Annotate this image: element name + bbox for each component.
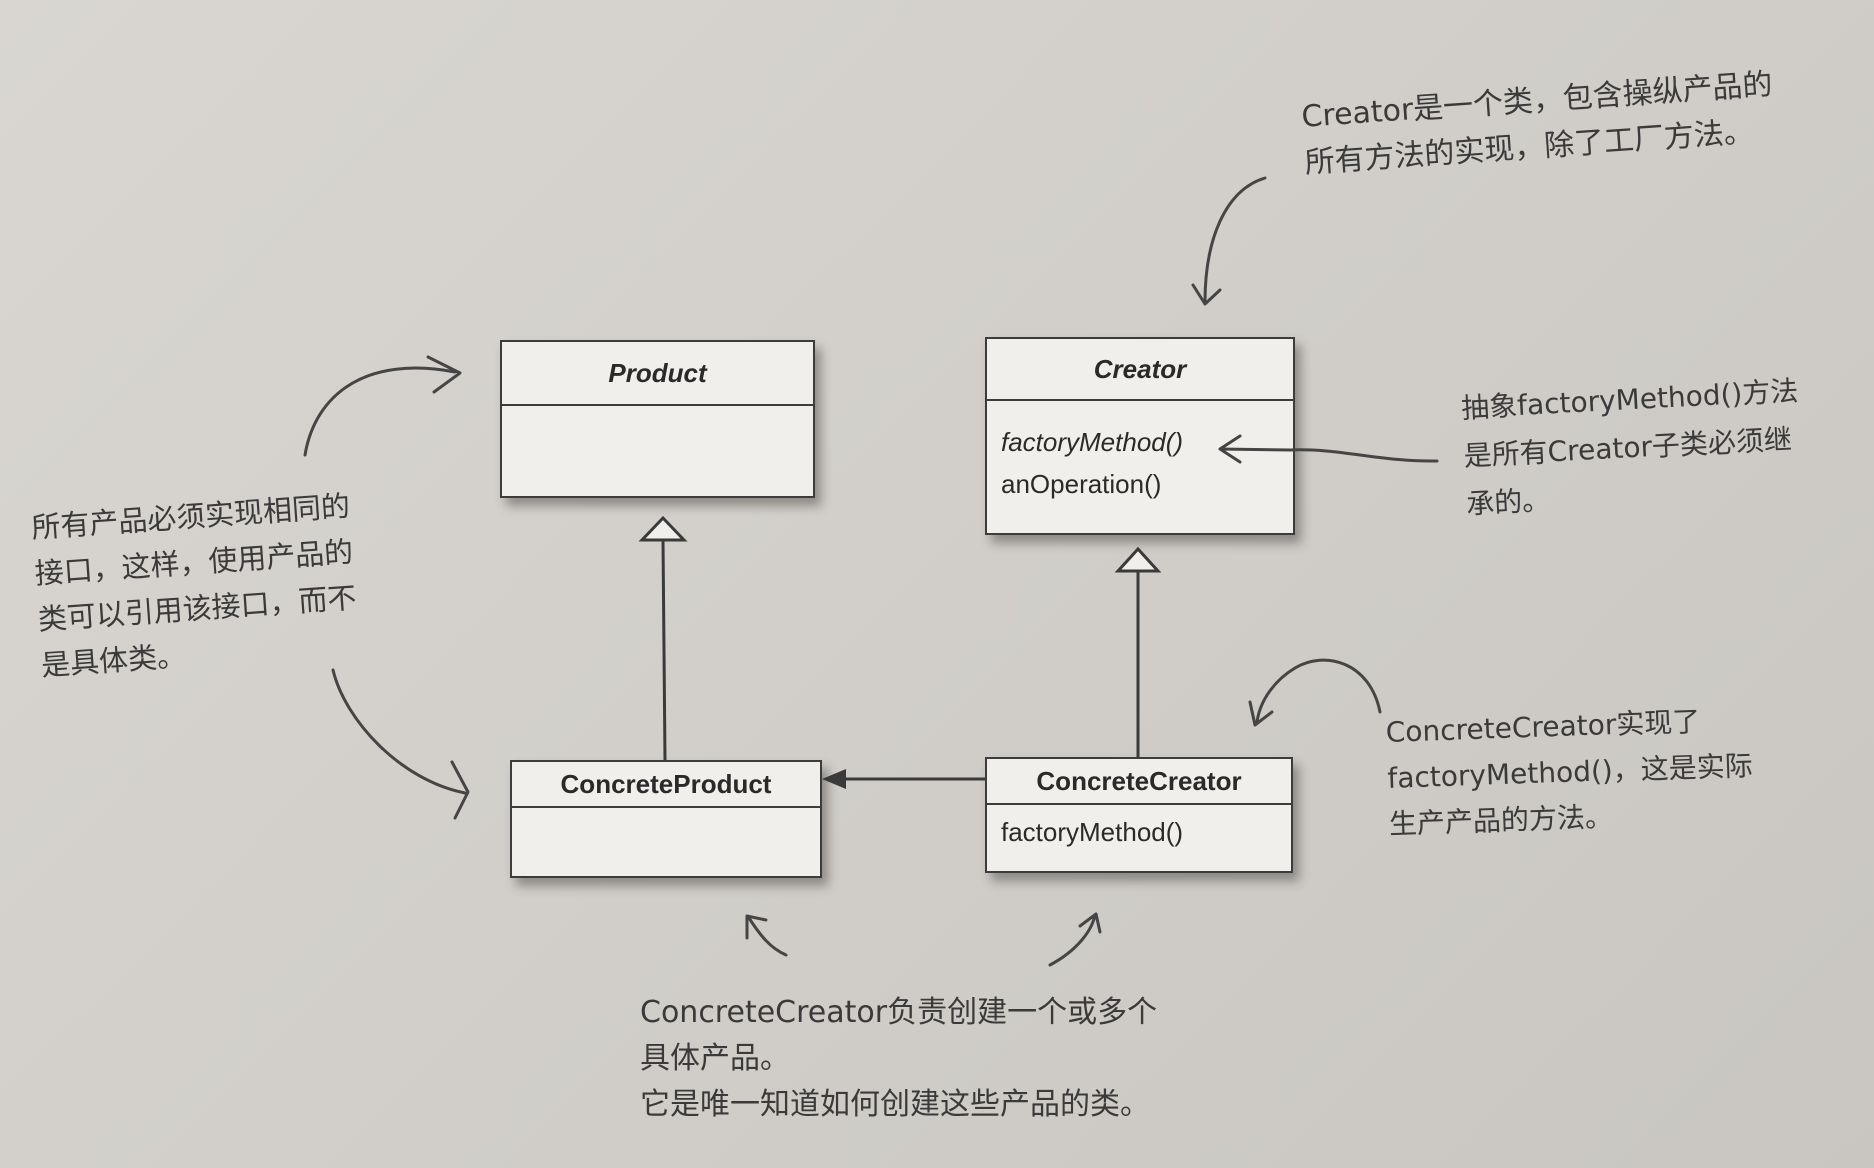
creator-class-name: Creator [987,339,1293,401]
bottom-note-line-3: 它是唯一知道如何创建这些产品的类。 [640,1087,1150,1122]
creator-an-operation: anOperation() [1001,469,1162,499]
product-class: Product [500,340,815,498]
product-note-lower-arrow [331,668,470,820]
bottom-note-right-arrow [1048,912,1102,967]
product-note: 所有产品必须实现相同的 接口，这样，使用产品的 类可以引用该接口，而不 是具体类… [30,483,361,689]
bottom-note: ConcreteCreator负责创建一个或多个 具体产品。 它是唯一知道如何创… [640,990,1157,1128]
concrete-creator-factory-method: factoryMethod() [1001,817,1184,847]
creator-methods: factoryMethod() anOperation() [987,401,1293,505]
product-note-arrow [303,355,462,457]
creator-note: Creator是一个类，包含操纵产品的 所有方法的实现，除了工厂方法。 [1300,62,1777,187]
concrete-creator-class: ConcreteCreator factoryMethod() [985,757,1293,873]
concrete-creator-note-arrow [1248,658,1382,727]
creator-note-arrow [1191,176,1267,306]
concrete-product-class: ConcreteProduct [510,760,822,878]
bottom-note-left-arrow [745,914,788,957]
bottom-note-line-2: 具体产品。 [640,1041,790,1076]
creator-factory-method: factoryMethod() [1001,427,1184,457]
concrete-product-class-name: ConcreteProduct [512,762,820,808]
concrete-product-inheritance-line [661,539,667,761]
creator-class: Creator factoryMethod() anOperation() [985,337,1295,535]
bottom-note-line-1: ConcreteCreator负责创建一个或多个 [640,995,1158,1030]
concrete-creator-class-name: ConcreteCreator [987,759,1291,805]
factory-method-note: 抽象factoryMethod()方法 是所有Creator子类必须继 承的。 [1460,367,1805,528]
concrete-creator-note: ConcreteCreator实现了 factoryMethod()，这是实际 … [1385,697,1755,848]
creates-association-arrowhead [822,769,846,789]
product-class-name: Product [502,342,813,406]
concrete-creator-methods: factoryMethod() [987,805,1291,853]
creator-inheritance-triangle [1114,546,1162,573]
product-inheritance-triangle [638,515,688,542]
